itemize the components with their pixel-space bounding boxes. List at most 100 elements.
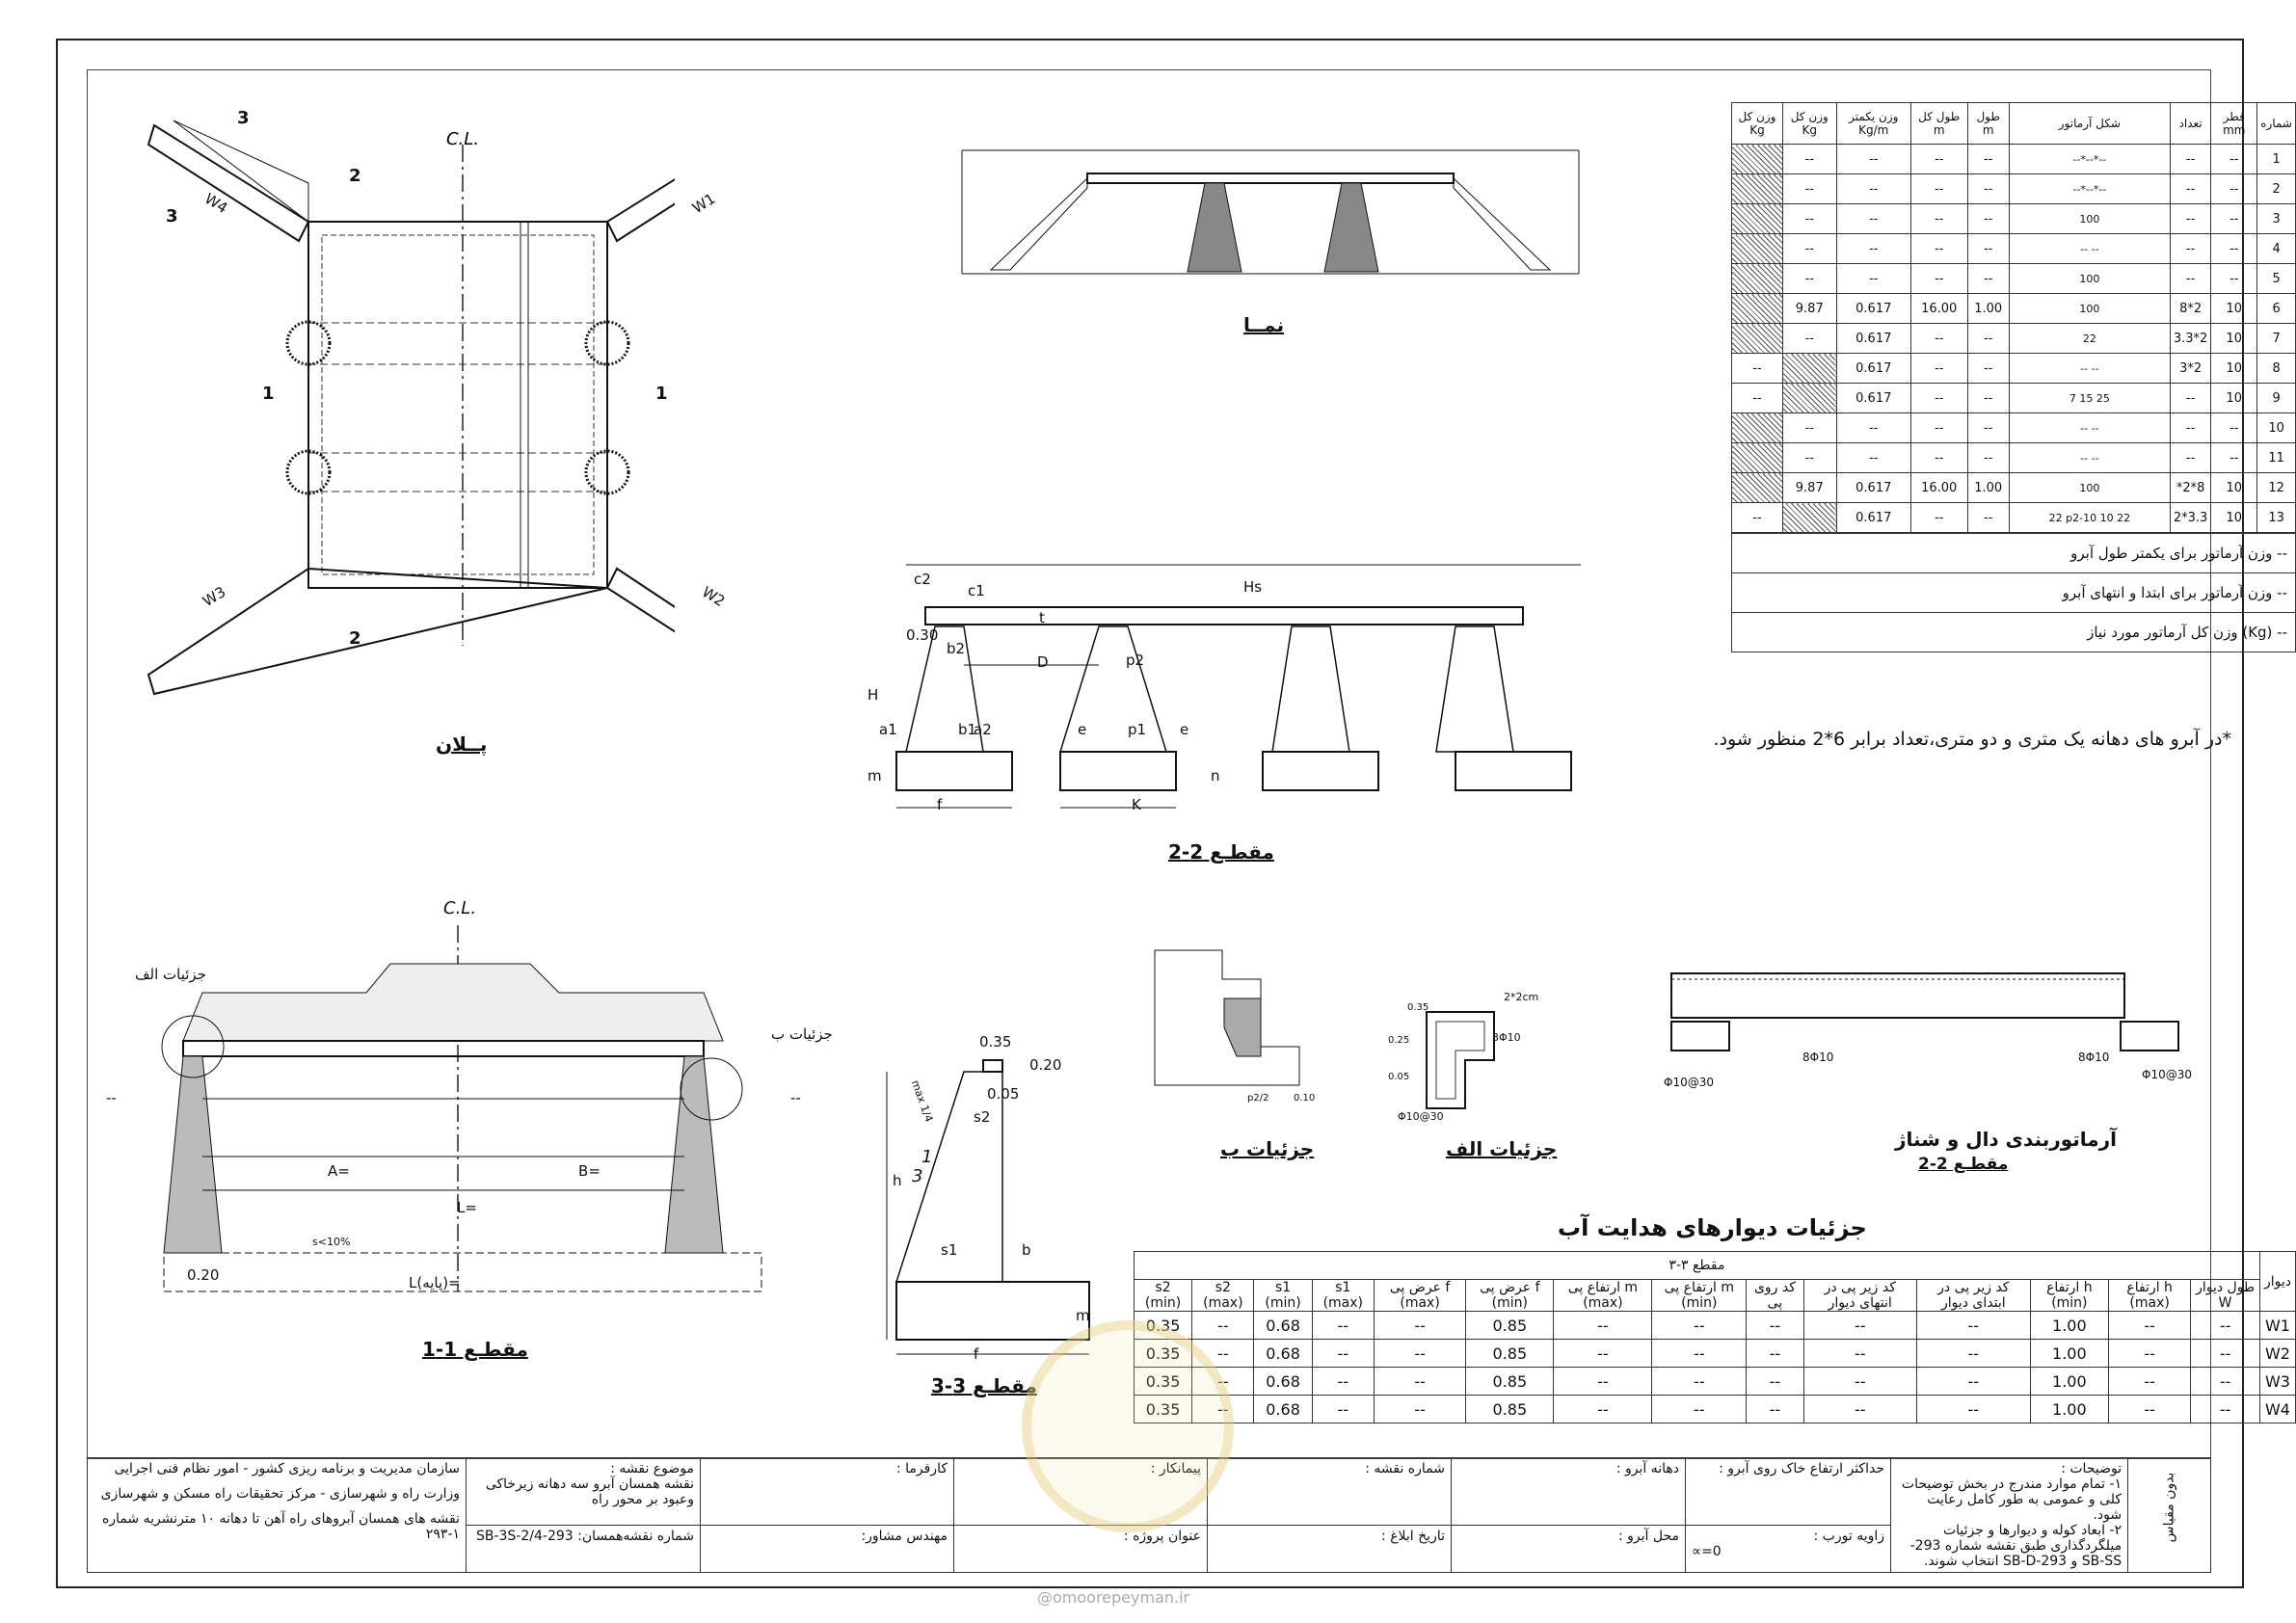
- tb-notes-title: توضیحات :: [2061, 1461, 2122, 1477]
- rebar-cell-no: 5: [2256, 263, 2296, 294]
- wall-cell: --: [1651, 1395, 1748, 1423]
- rebar-cell-no: 8: [2256, 353, 2296, 384]
- wall-col-3: ارتفاع h (min): [2029, 1279, 2109, 1312]
- rebar-cell-n: --: [2169, 263, 2212, 294]
- section22-030: 0.30: [906, 626, 939, 644]
- rebar-cell-no: 2: [2256, 173, 2296, 204]
- rebar-cell-shape: 22: [2008, 323, 2171, 354]
- wall-cell: 0.85: [1465, 1339, 1555, 1368]
- rebar-cell-d: --: [2210, 233, 2258, 264]
- rebar-cell-no: 7: [2256, 323, 2296, 354]
- wall-col-4: کد زیر پی در ابتدای دیوار: [1915, 1279, 2031, 1312]
- tb-org-line3: نقشه های همسان آبروهای راه آهن تا دهانه …: [101, 1511, 460, 1542]
- wall-cell: --: [1915, 1339, 2031, 1368]
- rebar-cell-w: --: [1835, 263, 1911, 294]
- rebar-cell-w: 0.617: [1835, 293, 1911, 324]
- rebar-cell-tot: --: [1909, 442, 1968, 473]
- section22-k: K: [1132, 796, 1141, 813]
- section33-s1: s1: [941, 1241, 958, 1259]
- watermark-text: @omoorepeyman.ir: [1037, 1588, 1190, 1607]
- rebar-col-n: تعداد: [2169, 102, 2212, 145]
- title-block: سازمان مدیریت و برنامه ریزی کشور - امور …: [87, 1457, 2211, 1574]
- rebar-cell-len: --: [1966, 502, 2010, 533]
- rebar-cell-no: 13: [2256, 502, 2296, 533]
- rebar-cell-tot: --: [1909, 412, 1968, 443]
- wall-details-title: جزئیات دیوارهای هدایت آب: [1558, 1214, 1867, 1241]
- rebar-row: ----------*--*------1: [1731, 144, 2296, 174]
- section-3-3-title: مقطـع 3-3: [931, 1374, 1037, 1397]
- wall-col-10: عرض پی f (max): [1373, 1279, 1467, 1312]
- slab-rebar-subtitle: مقطـع 2-2: [1918, 1155, 2009, 1174]
- rebar-col-wt2: وزن کل Kg: [1731, 102, 1783, 145]
- wall-col-0: دیوار: [2258, 1251, 2296, 1312]
- rebar-cell-w: --: [1835, 173, 1911, 204]
- rebar-table-header: وزن کل Kg وزن کل Kg وزن یکمتر Kg/m طول ک…: [1731, 102, 2296, 145]
- tb-subject-value: نقشه همسان آبرو سه دهانه زیرخاکی وعبود ب…: [485, 1477, 694, 1507]
- wall-col-5: کد زیر پی در انتهای دیوار: [1802, 1279, 1917, 1312]
- wall-col-6: کد روی پی: [1746, 1279, 1804, 1312]
- wall-row: 0.35--0.68----0.85----------1.00----W4: [1133, 1395, 2296, 1423]
- rebar-cell-shape: 100: [2008, 263, 2171, 294]
- rebar-cell-wt: --: [1781, 203, 1837, 234]
- section33-035: 0.35: [979, 1033, 1012, 1051]
- rebar-cell-hatch: [1731, 233, 1783, 264]
- wall-row: 0.35--0.68----0.85----------1.00----W2: [1133, 1339, 2296, 1368]
- detail-alef-025: 0.25: [1388, 1035, 1410, 1046]
- detail-b-p2half: p2/2: [1247, 1093, 1269, 1104]
- section22-b2: b2: [947, 640, 966, 657]
- wall-cell: --: [1915, 1367, 2031, 1396]
- section11-level-1: --: [106, 1089, 117, 1106]
- rebar-cell-d: --: [2210, 144, 2258, 174]
- wall-cell: --: [1651, 1339, 1748, 1368]
- rebar-cell-no: 3: [2256, 203, 2296, 234]
- rebar-cell-hatch: [1731, 293, 1783, 324]
- wall-cell: 1.00: [2029, 1311, 2109, 1340]
- section22-f: f: [937, 796, 943, 813]
- tb-standard-no-label: شماره نقشه‌همسان:: [577, 1528, 694, 1544]
- detail-b-title: جزئیات ب: [1220, 1137, 1315, 1160]
- plan-cut1-right: 1: [655, 384, 668, 404]
- slab-rebar-r12: 8Φ10: [2078, 1051, 2110, 1064]
- wall-cell-name: W2: [2258, 1339, 2296, 1368]
- section22-e-right: e: [1180, 721, 1189, 738]
- tb-employer: کارفرما :: [700, 1457, 954, 1526]
- rebar-cell-w: --: [1835, 442, 1911, 473]
- section-1-1-title: مقطـع 1-1: [422, 1338, 528, 1361]
- wall-col-7: ارتفاع پی m (min): [1651, 1279, 1748, 1312]
- rebar-cell-no: 12: [2256, 472, 2296, 503]
- tb-org-line2: وزارت راه و شهرسازی - مرکز تحقیقات راه م…: [100, 1486, 460, 1502]
- section11-slope: s<10%: [312, 1236, 351, 1248]
- rebar-cell-w: 0.617: [1835, 472, 1911, 503]
- rebar-cell-w: 0.617: [1835, 502, 1911, 533]
- section22-c1: c1: [968, 582, 985, 599]
- wall-cell: 0.68: [1253, 1395, 1313, 1423]
- rebar-cell-n: 2*3.3: [2169, 502, 2212, 533]
- rebar-cell-len: --: [1966, 353, 2010, 384]
- plan-cut1-left: 1: [262, 384, 275, 404]
- wall-cell: --: [1802, 1339, 1917, 1368]
- rebar-cell-wt: --: [1781, 263, 1837, 294]
- wall-cell: --: [1311, 1339, 1375, 1368]
- section11-a: A=: [328, 1162, 350, 1180]
- section22-p1: p1: [1128, 721, 1147, 738]
- rebar-cell-shape: -- --: [2008, 442, 2171, 473]
- rebar-row: ---------- ------4: [1731, 233, 2296, 264]
- plan-cut3-side: 3: [166, 206, 178, 226]
- rebar-cell-n: *2*8: [2169, 472, 2212, 503]
- rebar-cell-wt: --: [1781, 323, 1837, 354]
- section33-h: h: [893, 1172, 902, 1189]
- rebar-cell-hatch: [1781, 353, 1837, 384]
- section33-b: b: [1022, 1241, 1031, 1259]
- rebar-cell-shape: 100: [2008, 293, 2171, 324]
- wall-cell: --: [1746, 1311, 1804, 1340]
- wall-col-1: طول دیوار W: [2190, 1279, 2260, 1312]
- detail-b-010: 0.10: [1294, 1093, 1316, 1104]
- plan-drawing: C.L.: [147, 120, 675, 696]
- section22-a2: a2: [974, 721, 992, 738]
- wall-cell: --: [2190, 1339, 2260, 1368]
- rebar-row: ---------- ------11: [1731, 442, 2296, 473]
- rebar-cell-len: --: [1966, 323, 2010, 354]
- wall-cell: --: [1746, 1367, 1804, 1396]
